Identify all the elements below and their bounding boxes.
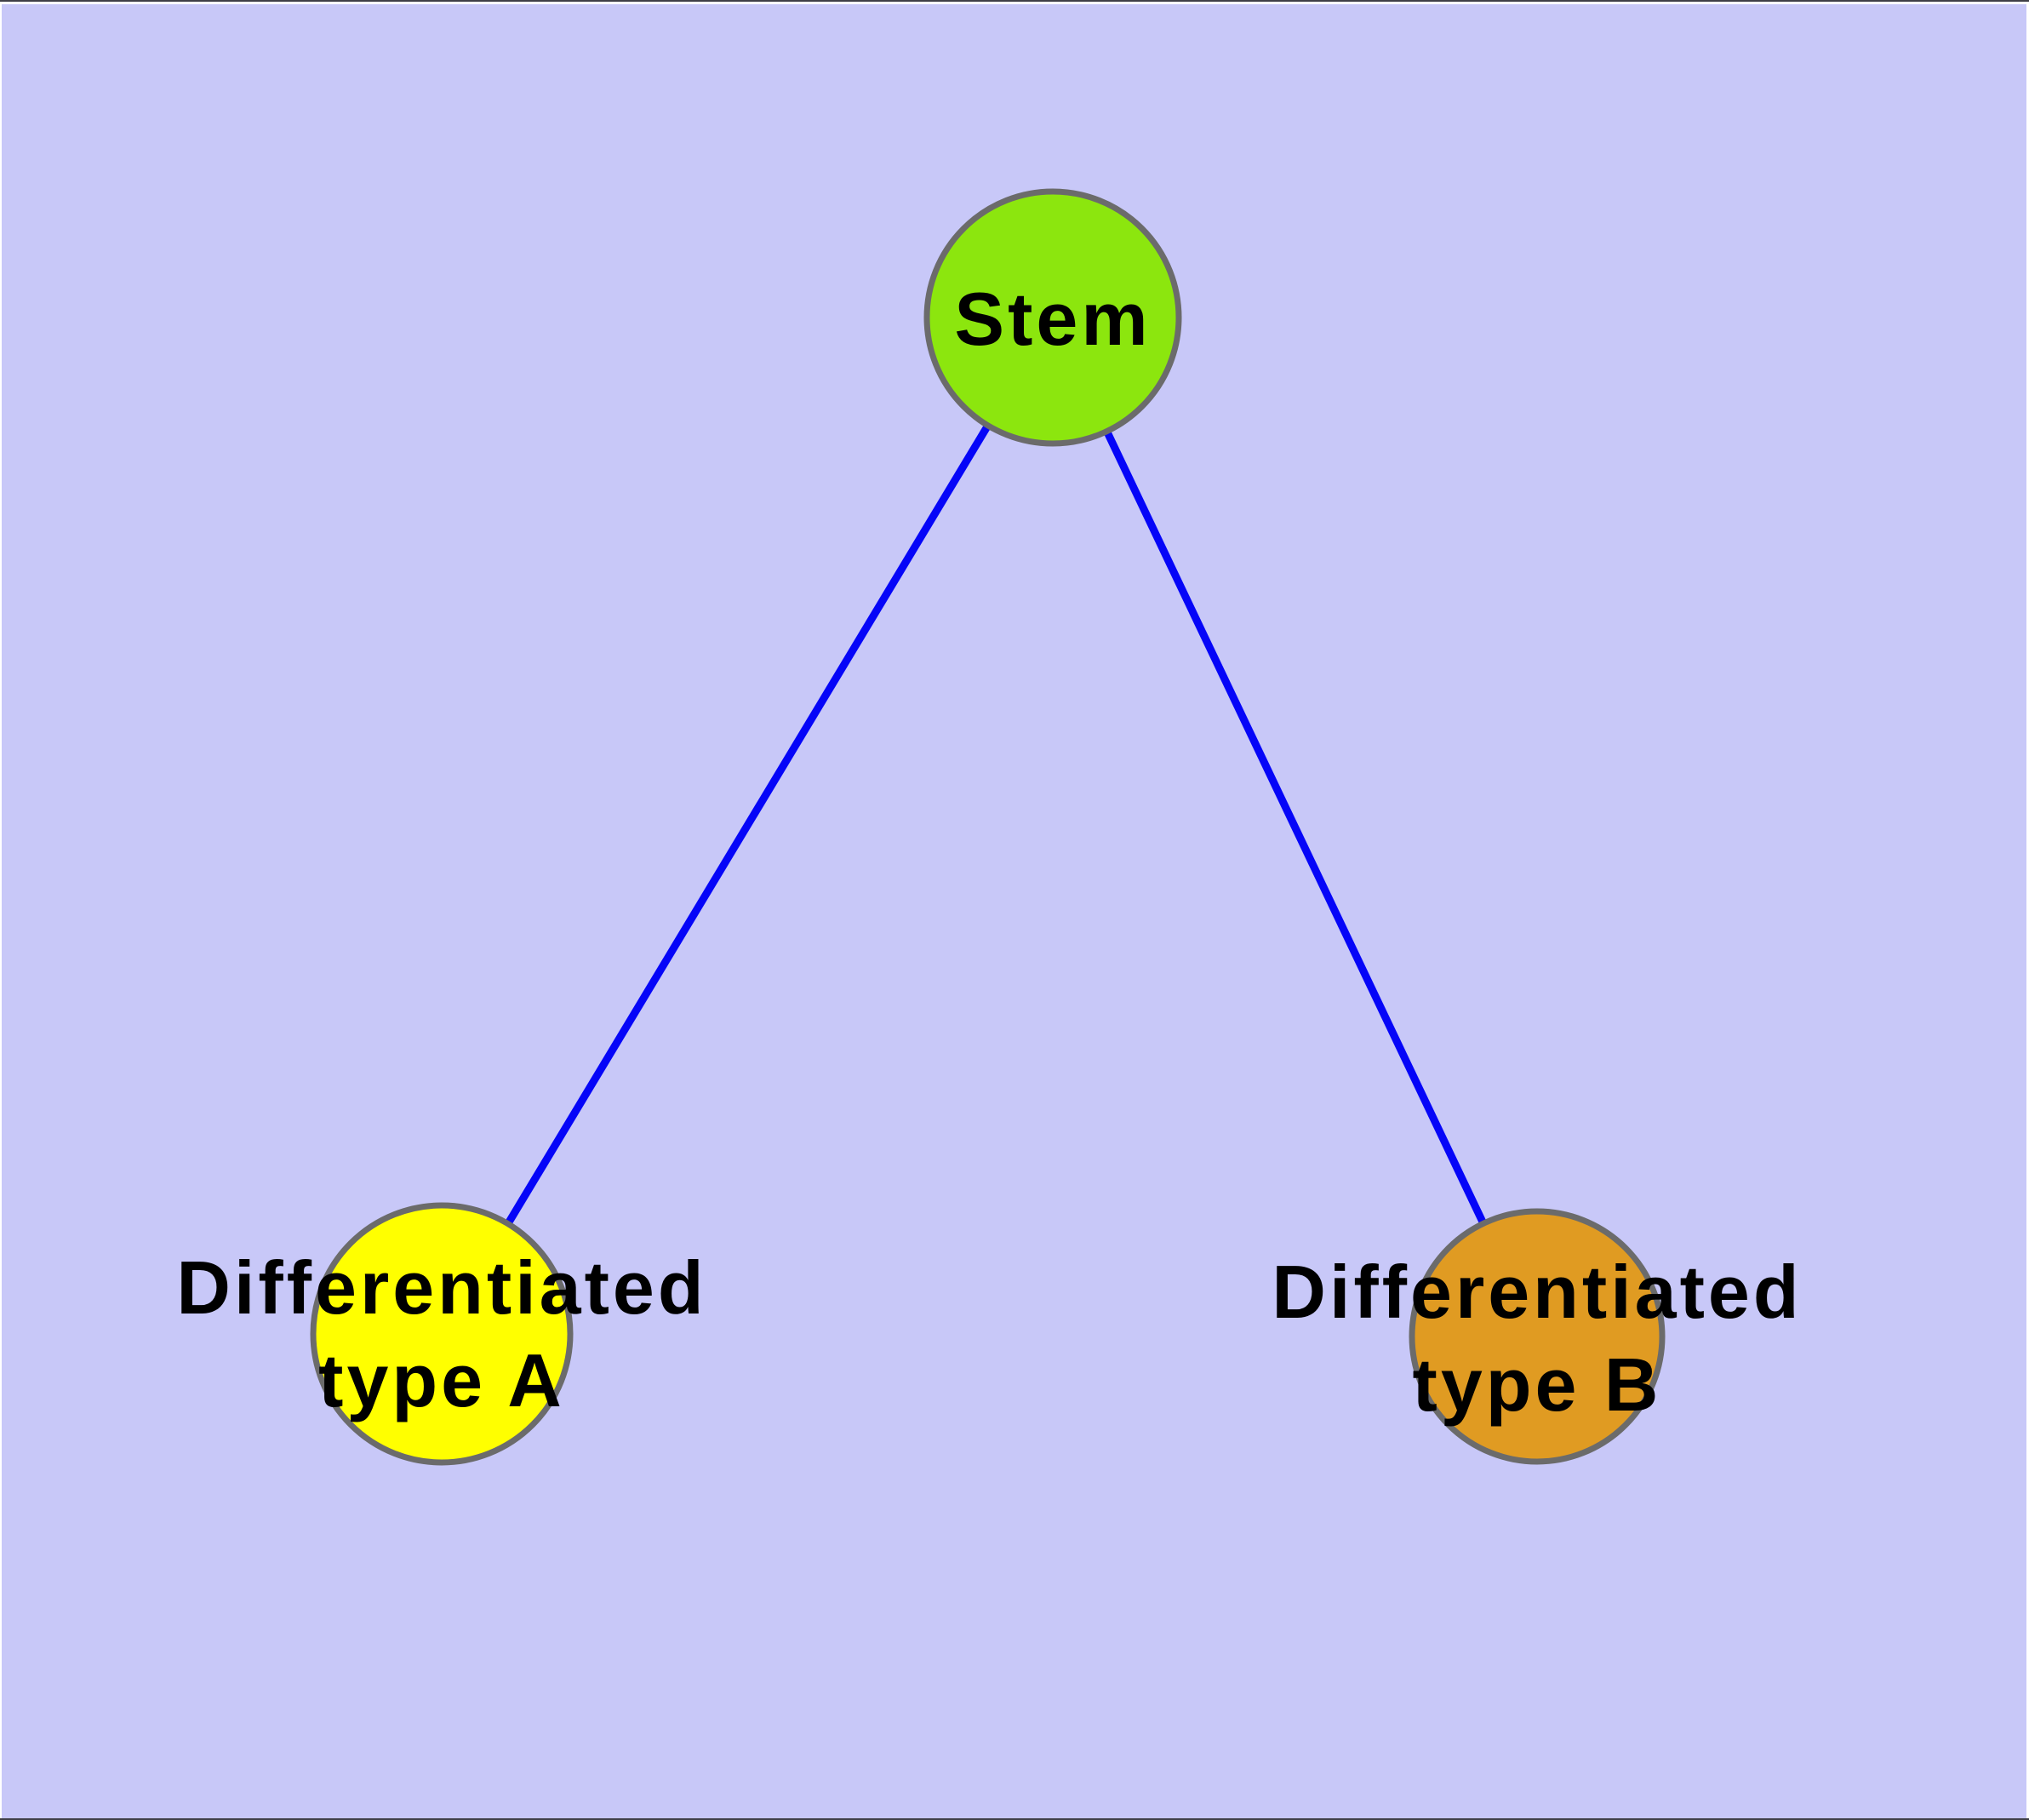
node-type-a-label-line-1: Differentiated bbox=[176, 1245, 706, 1330]
node-differentiated-type-b bbox=[1409, 1208, 1666, 1465]
node-type-a-label-line-2: type A bbox=[318, 1338, 565, 1422]
node-stem-label: Stem bbox=[954, 277, 1151, 361]
edge-stem-to-type-a bbox=[438, 315, 1056, 1336]
edge-stem-to-type-b bbox=[1049, 316, 1541, 1338]
node-type-b-label-line-2: type B bbox=[1413, 1342, 1662, 1427]
node-stem bbox=[923, 188, 1182, 447]
window-bottom-edge bbox=[0, 1818, 2029, 1820]
window-top-edge bbox=[0, 0, 2029, 2]
node-differentiated-type-a bbox=[310, 1202, 574, 1466]
node-type-b-label-line-1: Differentiated bbox=[1272, 1250, 1802, 1334]
